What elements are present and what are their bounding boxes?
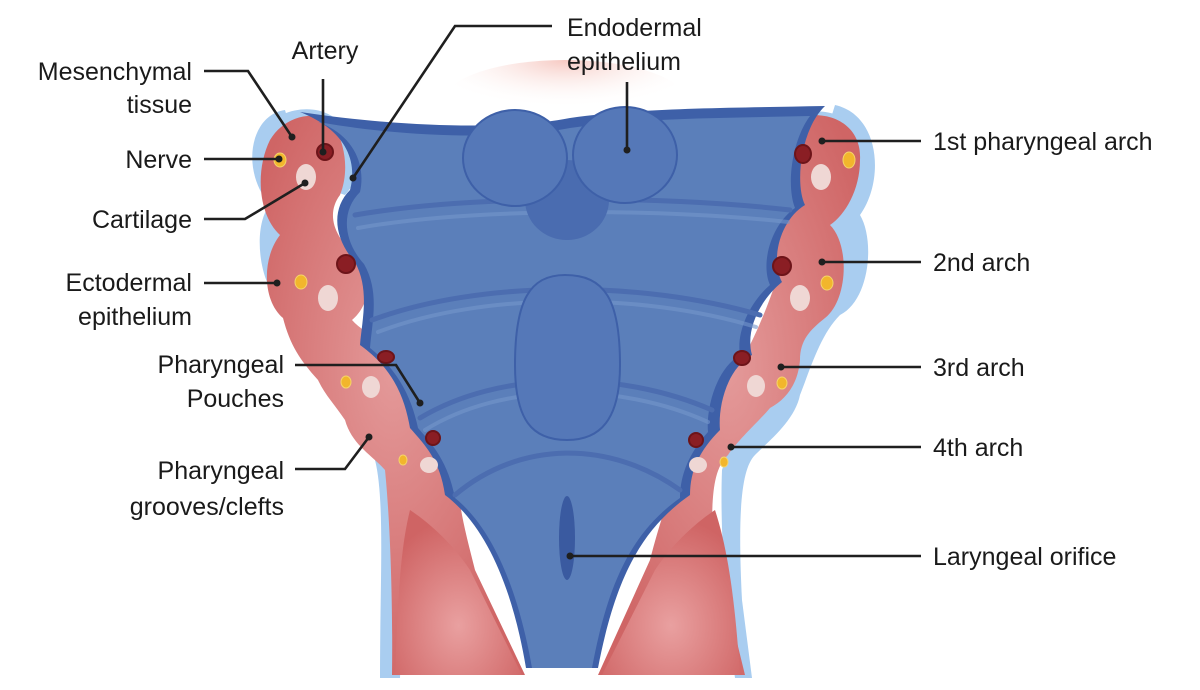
label-pouches-line2: Pouches — [187, 385, 284, 413]
laryngeal-orifice-slit — [559, 496, 575, 580]
label-endodermal-line2: epithelium — [567, 48, 681, 76]
leader-lines — [204, 24, 921, 560]
artery-r1 — [794, 144, 812, 164]
label-cartilage: Cartilage — [92, 206, 192, 234]
artery-l4 — [425, 430, 441, 446]
label-artery: Artery — [292, 37, 359, 65]
left-lower-mesenchyme — [395, 510, 522, 675]
cartilage-l2 — [318, 285, 338, 311]
leader-mesenchymal — [204, 69, 294, 138]
artery-r3 — [733, 350, 751, 366]
cartilage-r2 — [790, 285, 810, 311]
nerve-r2 — [820, 275, 834, 291]
nerve-l2 — [294, 274, 308, 290]
cartilage-l3 — [362, 376, 380, 398]
label-grooves-line1: Pharyngeal — [158, 457, 284, 485]
tongue-swellings — [462, 106, 678, 442]
label-arch2: 2nd arch — [933, 249, 1030, 277]
cartilages — [296, 164, 831, 473]
label-arch4: 4th arch — [933, 434, 1023, 462]
label-arch1: 1st pharyngeal arch — [933, 128, 1153, 156]
nerve-l3 — [340, 375, 352, 389]
leader-pouches — [295, 363, 422, 404]
label-mesenchymal-line2: tissue — [127, 91, 192, 119]
artery-r2 — [772, 256, 792, 276]
nerve-r3 — [776, 376, 788, 390]
nerve-r1 — [842, 151, 856, 169]
left-mesenchyme — [260, 115, 525, 676]
label-endodermal-line1: Endodermal — [567, 14, 702, 42]
label-grooves-line2: grooves/clefts — [130, 493, 284, 521]
leader-endodermal — [351, 24, 552, 179]
artery-l3 — [377, 350, 395, 364]
cartilage-r3 — [747, 375, 765, 397]
label-pouches-line1: Pharyngeal — [158, 351, 284, 379]
cartilage-l4 — [420, 457, 438, 473]
label-arch3: 3rd arch — [933, 354, 1025, 382]
label-nerve: Nerve — [125, 146, 192, 174]
arteries — [316, 143, 812, 448]
labels: Mesenchymal tissue Artery Endodermal epi… — [38, 14, 1153, 571]
leader-cartilage — [204, 181, 306, 221]
artery-l2 — [336, 254, 356, 274]
leader-grooves — [295, 436, 371, 471]
right-lower-mesenchyme — [602, 510, 740, 675]
cartilage-l1 — [296, 164, 316, 190]
label-ectodermal-line1: Ectodermal — [66, 269, 192, 297]
cartilage-r4 — [689, 457, 707, 473]
artery-r4 — [688, 432, 704, 448]
cartilage-r1 — [811, 164, 831, 190]
nerve-r4 — [719, 456, 729, 468]
label-mesenchymal-line1: Mesenchymal — [38, 58, 192, 86]
nerve-l4 — [398, 454, 408, 466]
label-laryngeal-orifice: Laryngeal orifice — [933, 543, 1116, 571]
right-mesenchyme — [598, 115, 861, 676]
label-ectodermal-line2: epithelium — [78, 303, 192, 331]
nerves — [273, 151, 856, 468]
